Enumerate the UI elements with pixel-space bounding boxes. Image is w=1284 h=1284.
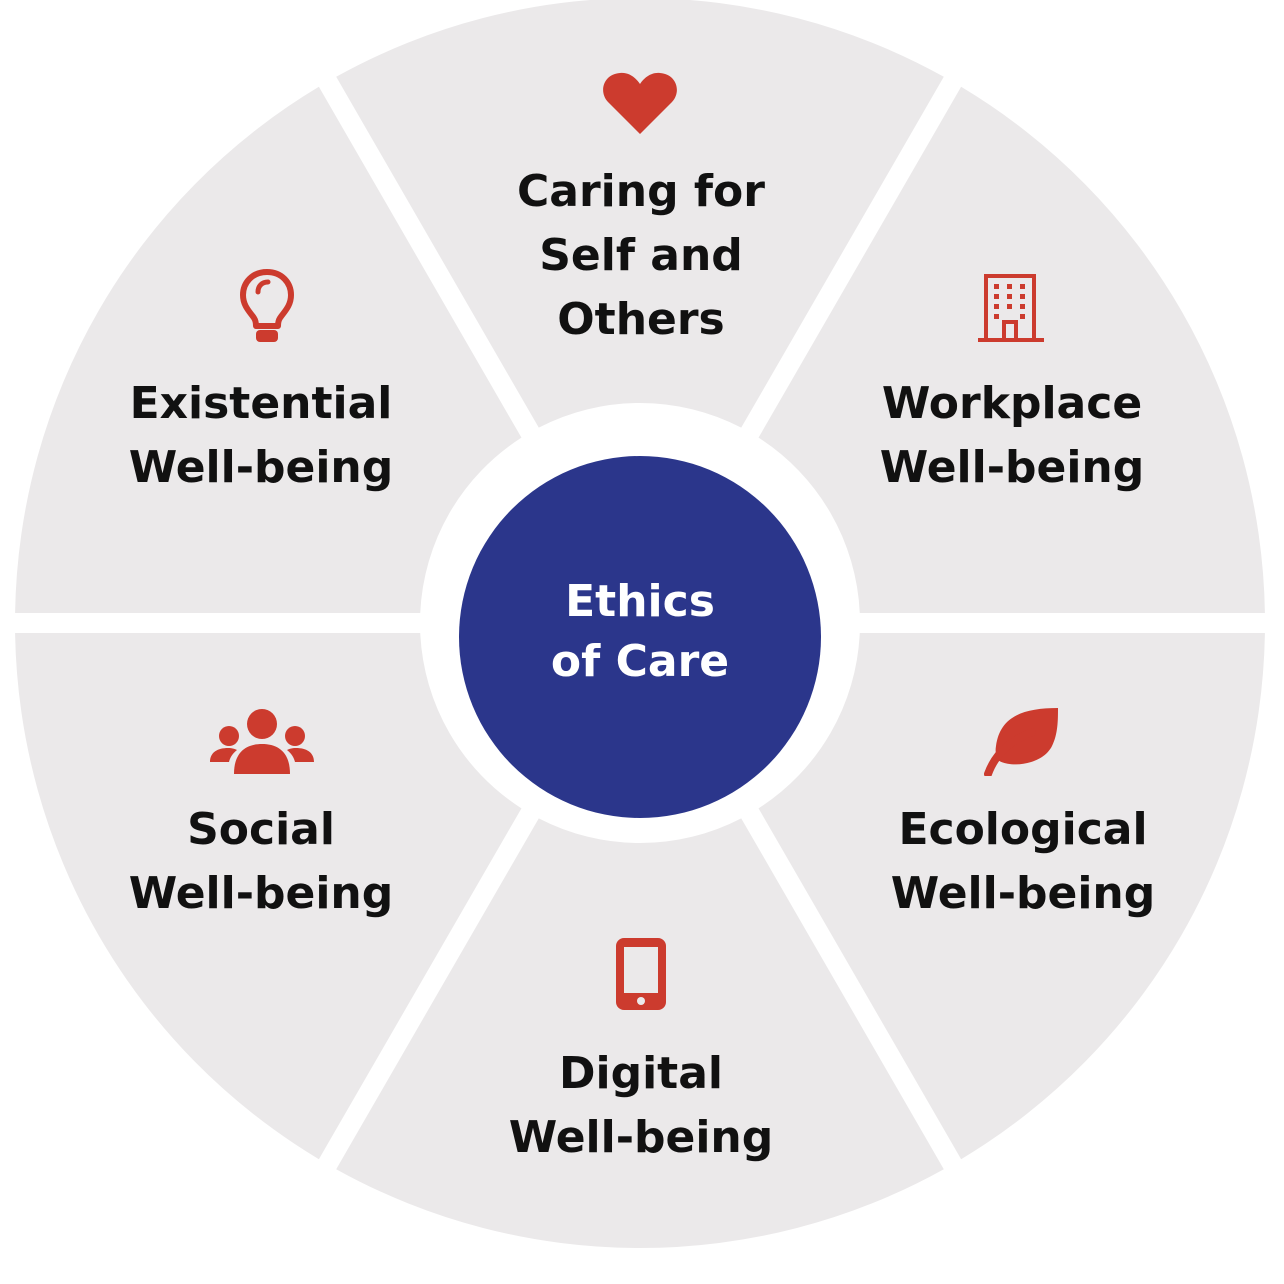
- segment-digital-label: Digital Well-being: [471, 1042, 811, 1170]
- segment-shapes: [15, 0, 1265, 1248]
- segment-caring: [336, 0, 944, 428]
- segment-caring-line-3: Others: [557, 294, 725, 345]
- heart-icon: [603, 72, 677, 134]
- segment-digital-line-1: Digital: [559, 1048, 723, 1099]
- segment-social-line-2: Well-being: [128, 868, 394, 919]
- people-group-icon: [210, 709, 314, 774]
- building-icon: [978, 274, 1044, 342]
- segment-caring-label: Caring for Self and Others: [471, 160, 811, 352]
- smartphone-icon: [616, 938, 666, 1010]
- segment-workplace-line-2: Well-being: [879, 442, 1145, 493]
- segment-existential: [15, 86, 522, 614]
- segment-existential-line-2: Well-being: [128, 442, 394, 493]
- center-label-line-2: of Care: [550, 636, 730, 687]
- leaf-icon: [984, 708, 1058, 776]
- center-label-line-1: Ethics: [565, 576, 715, 627]
- segment-existential-label: Existential Well-being: [91, 372, 431, 500]
- segment-workplace-label: Workplace Well-being: [842, 372, 1182, 500]
- lightbulb-icon: [240, 269, 294, 342]
- segment-ecological: [758, 632, 1265, 1160]
- segment-digital-line-2: Well-being: [508, 1112, 774, 1163]
- segment-workplace-line-1: Workplace: [881, 378, 1143, 429]
- segment-workplace: [758, 86, 1265, 614]
- center-label: Ethics of Care: [470, 572, 810, 692]
- segment-ecological-line-2: Well-being: [890, 868, 1156, 919]
- segment-digital: [336, 818, 944, 1248]
- segment-social: [15, 632, 522, 1160]
- center-circle: [459, 456, 821, 818]
- segment-existential-line-1: Existential: [129, 378, 393, 429]
- segment-ecological-line-1: Ecological: [898, 804, 1148, 855]
- segment-caring-line-1: Caring for: [517, 166, 765, 217]
- segment-social-label: Social Well-being: [91, 798, 431, 926]
- segment-social-line-1: Social: [187, 804, 335, 855]
- segment-caring-line-2: Self and: [539, 230, 743, 281]
- segment-ecological-label: Ecological Well-being: [853, 798, 1193, 926]
